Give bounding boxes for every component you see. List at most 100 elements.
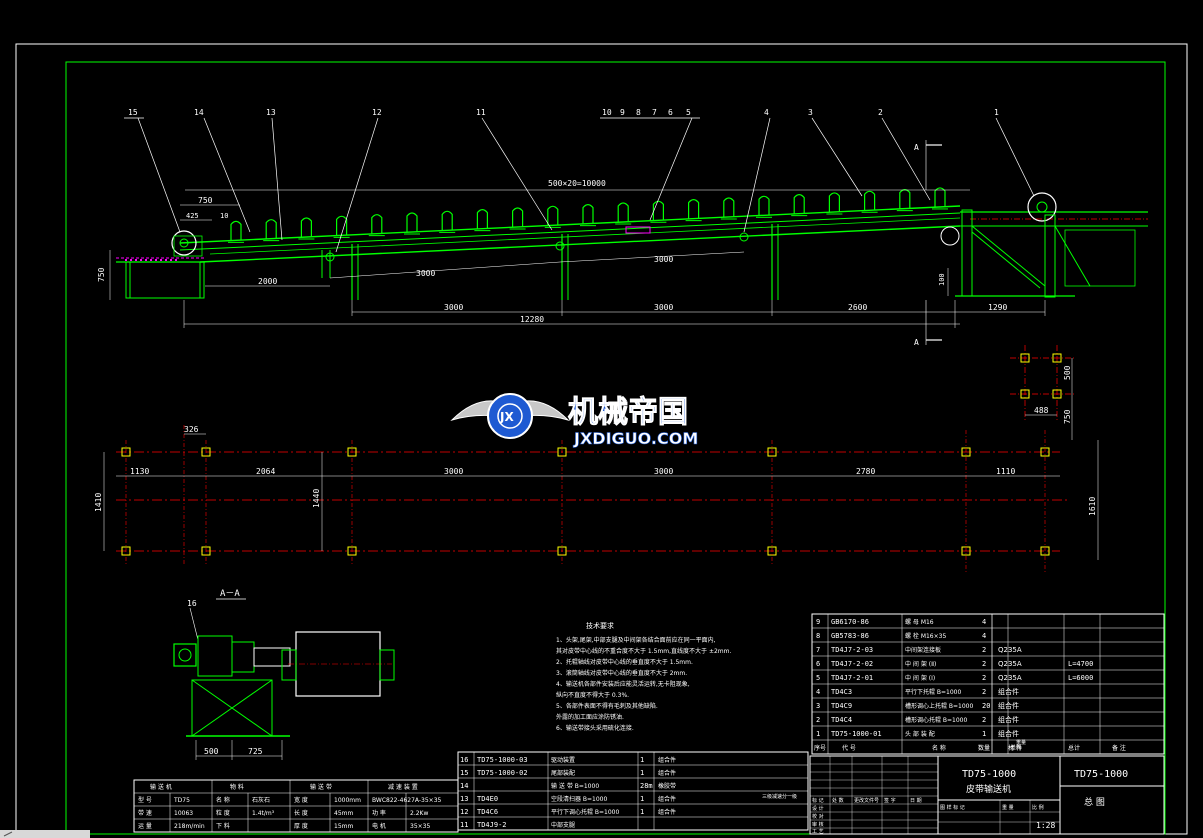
svg-text:Q235A: Q235A bbox=[998, 646, 1022, 654]
note-line: 纵向不直度不得大于 0.3%. bbox=[556, 691, 629, 699]
section-dim-725: 725 bbox=[248, 747, 263, 756]
svg-text:9: 9 bbox=[816, 618, 820, 626]
section-mark-bottom: A bbox=[914, 338, 919, 347]
svg-text:平行下托辊 B=1000: 平行下托辊 B=1000 bbox=[905, 688, 962, 696]
svg-text:1: 1 bbox=[982, 730, 986, 738]
svg-text:TD75-1000-02: TD75-1000-02 bbox=[477, 769, 528, 777]
spec-cell: 45mm bbox=[334, 810, 353, 817]
part-no-9: 9 bbox=[620, 108, 625, 117]
bom-header-cell: 数量 bbox=[978, 744, 990, 752]
dim-1130: 1130 bbox=[130, 467, 149, 476]
section-title: A－A bbox=[220, 589, 240, 599]
svg-text:20: 20 bbox=[982, 702, 990, 710]
svg-text:组合件: 组合件 bbox=[998, 701, 1019, 710]
watermark-logo: JX 机械帝国 JXDIGUO.COM bbox=[450, 393, 699, 448]
svg-text:1: 1 bbox=[640, 769, 644, 777]
part-no-8: 8 bbox=[636, 108, 641, 117]
svg-text:L=4700: L=4700 bbox=[1068, 660, 1093, 668]
bom-header-cell: 名 称 bbox=[932, 744, 946, 752]
spec-header: 减 速 装 置 bbox=[388, 783, 418, 791]
idler bbox=[615, 202, 632, 225]
part-no-14: 14 bbox=[194, 108, 204, 117]
svg-text:Q235A: Q235A bbox=[998, 660, 1022, 668]
dim-base-2600: 2600 bbox=[848, 303, 867, 312]
svg-text:5: 5 bbox=[816, 674, 820, 682]
svg-text:12: 12 bbox=[460, 808, 468, 816]
bom-header-cell: 代 号 bbox=[842, 744, 856, 752]
note-line: 2、托辊轴线对皮带中心线的垂直度不大于 1.5mm. bbox=[556, 658, 693, 666]
spec-cell: 1000mm bbox=[334, 797, 361, 804]
svg-text:L=6000: L=6000 bbox=[1068, 674, 1093, 682]
idler bbox=[791, 194, 808, 217]
idler bbox=[826, 192, 843, 215]
idler bbox=[650, 200, 667, 223]
dim-total-12280: 12280 bbox=[520, 315, 544, 324]
svg-text:组合件: 组合件 bbox=[658, 769, 676, 777]
spec-cell: 宽 度 bbox=[294, 796, 308, 804]
svg-text:空段清扫器 B=1000: 空段清扫器 B=1000 bbox=[551, 795, 608, 803]
svg-text:16: 16 bbox=[460, 756, 468, 764]
svg-text:GB6170-86: GB6170-86 bbox=[831, 618, 869, 626]
part-no-1: 1 bbox=[994, 108, 999, 117]
dim-plan-3000-a: 3000 bbox=[444, 467, 463, 476]
bom-header-cell: 序号 bbox=[814, 744, 826, 752]
watermark-en: JXDIGUO.COM bbox=[573, 429, 698, 448]
inner-border bbox=[65, 61, 1166, 835]
svg-text:组合件: 组合件 bbox=[658, 808, 676, 816]
technical-notes: 技术要求 1、头架,尾架,中部支腿及中间架各结合面前应在同一平面内, 其对皮带中… bbox=[556, 621, 731, 732]
dim-750-height: 750 bbox=[97, 267, 106, 282]
spec-header: 物 料 bbox=[230, 783, 244, 791]
elevation-view: 15 14 13 12 11 10 9 8 7 6 5 4 3 2 1 A A … bbox=[97, 108, 1148, 347]
dim-1410: 1410 bbox=[94, 493, 103, 512]
dim-1610: 1610 bbox=[1088, 497, 1097, 516]
svg-text:输 送 带 B=1000: 输 送 带 B=1000 bbox=[551, 782, 599, 790]
dim-base-3000-b: 3000 bbox=[654, 303, 673, 312]
note-line: 外露的加工面应涂防锈油. bbox=[556, 713, 624, 721]
svg-text:1: 1 bbox=[640, 756, 644, 764]
spec-cell: 下 料 bbox=[216, 822, 230, 830]
product-name: 皮带输送机 bbox=[966, 783, 1011, 795]
tb-label-sample: 图 样 标 记 bbox=[940, 804, 965, 811]
dim-750-left: 750 bbox=[198, 196, 213, 205]
svg-text:TD4C9: TD4C9 bbox=[831, 702, 852, 710]
svg-text:2: 2 bbox=[982, 660, 986, 668]
dim-10: 10 bbox=[220, 212, 228, 220]
svg-text:中间架连接板: 中间架连接板 bbox=[905, 646, 941, 654]
dim-326: 326 bbox=[184, 425, 199, 434]
bom-header-cell: 单件 bbox=[1010, 744, 1022, 752]
spec-cell: 218m/min bbox=[174, 823, 205, 830]
logo-badge: JX bbox=[499, 410, 514, 424]
svg-text:组合件: 组合件 bbox=[998, 687, 1019, 696]
part-leaders bbox=[124, 117, 1035, 253]
svg-text:7: 7 bbox=[816, 646, 820, 654]
bom-header-cell: 备 注 bbox=[1112, 744, 1126, 752]
dim-488: 488 bbox=[1034, 406, 1049, 415]
idler bbox=[404, 212, 420, 235]
svg-text:Q235A: Q235A bbox=[998, 674, 1022, 682]
taskbar-tab[interactable] bbox=[0, 830, 90, 838]
section-mark-top: A bbox=[914, 143, 919, 152]
spec-cell: 名 称 bbox=[216, 796, 230, 804]
belt-top-line bbox=[179, 205, 961, 244]
svg-text:4: 4 bbox=[816, 688, 820, 696]
dim-1440: 1440 bbox=[312, 489, 321, 508]
dim-100: 100 bbox=[938, 273, 946, 286]
note-line: 1、头架,尾架,中部支腿及中间架各结合面前应在同一平面内, bbox=[556, 636, 716, 644]
spec-cell: 粒 度 bbox=[216, 809, 230, 817]
idler bbox=[756, 195, 772, 218]
svg-text:螺 栓 M16×35: 螺 栓 M16×35 bbox=[905, 632, 946, 640]
note-line: 4、输送机各部件安装后应能灵活运转,无卡阻现象, bbox=[556, 680, 690, 688]
idler bbox=[298, 217, 315, 240]
spec-cell: 1.4t/m³ bbox=[252, 810, 275, 817]
